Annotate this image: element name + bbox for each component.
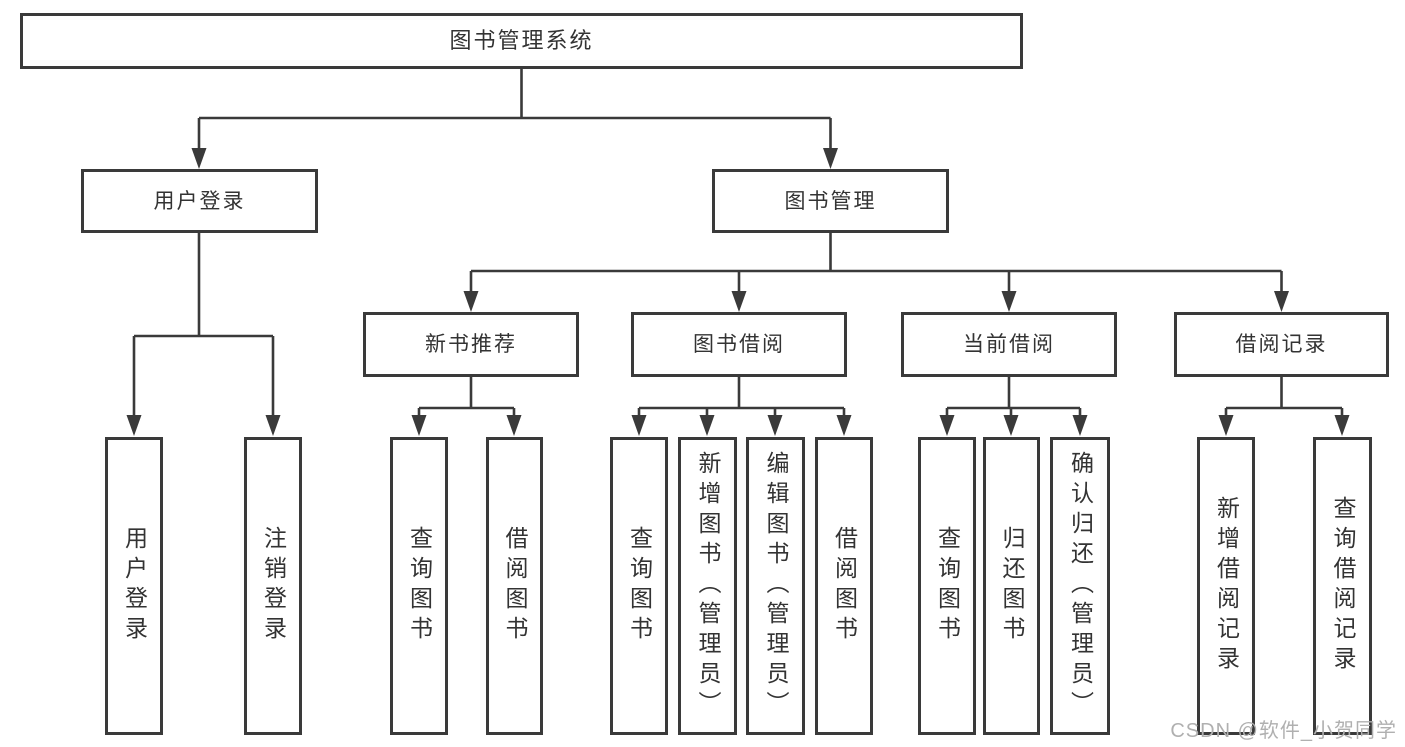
node-book-borrowing: 图书借阅 xyxy=(631,312,847,377)
leaf-query-books-recommend: 查询图书 xyxy=(390,437,448,735)
connector-current-borrowing-to-leaves xyxy=(939,377,1088,436)
connector-book-management-to-level3 xyxy=(463,233,1289,312)
leaf-user-login: 用户登录 xyxy=(105,437,163,735)
node-new-book-recommend: 新书推荐 xyxy=(363,312,579,377)
leaf-confirm-return-admin: 确认归还（管理员） xyxy=(1050,437,1110,735)
leaf-query-books-current: 查询图书 xyxy=(918,437,976,735)
connector-new-book-recommend-to-leaves xyxy=(411,377,522,436)
connector-root-to-level2 xyxy=(191,69,838,169)
csdn-watermark: CSDN @软件_小贺同学 xyxy=(1170,720,1397,742)
leaf-logout: 注销登录 xyxy=(244,437,302,735)
leaf-borrow-books: 借阅图书 xyxy=(815,437,873,735)
leaf-return-books: 归还图书 xyxy=(983,437,1040,735)
leaf-borrow-books-recommend: 借阅图书 xyxy=(486,437,543,735)
connector-user-login-to-leaves xyxy=(126,233,281,436)
node-book-management: 图书管理 xyxy=(712,169,949,233)
leaf-add-books-admin: 新增图书（管理员） xyxy=(678,437,737,735)
leaf-add-borrow-record: 新增借阅记录 xyxy=(1197,437,1255,735)
connector-borrowing-records-to-leaves xyxy=(1218,377,1350,436)
connector-book-borrowing-to-leaves xyxy=(631,377,852,436)
node-system-title: 图书管理系统 xyxy=(20,13,1023,69)
node-user-login: 用户登录 xyxy=(81,169,318,233)
node-current-borrowing: 当前借阅 xyxy=(901,312,1117,377)
node-borrowing-records: 借阅记录 xyxy=(1174,312,1389,377)
leaf-edit-books-admin: 编辑图书（管理员） xyxy=(746,437,805,735)
leaf-query-borrow-record: 查询借阅记录 xyxy=(1313,437,1372,735)
leaf-query-books-borrowing: 查询图书 xyxy=(610,437,668,735)
